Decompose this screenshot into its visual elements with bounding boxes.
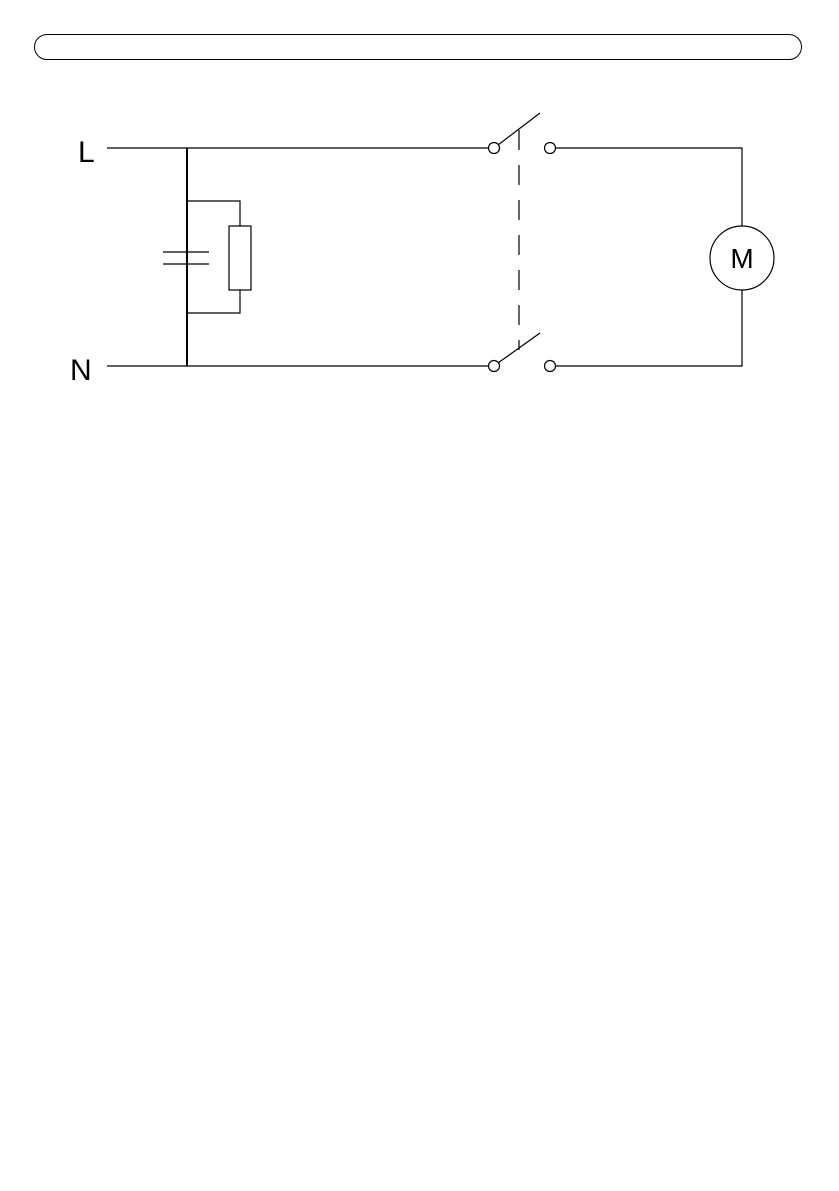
resistor [229,226,251,290]
resistor-branch [187,201,251,313]
switch-upper-pole [489,113,556,154]
motor: M [710,226,774,290]
switch-lower-pole [489,333,556,372]
live-terminal-label: L [78,136,95,169]
motor-neutral-wire [556,290,742,366]
motor-label: M [730,243,753,274]
motor-live-wire [556,148,742,226]
neutral-terminal-label: N [70,354,92,387]
